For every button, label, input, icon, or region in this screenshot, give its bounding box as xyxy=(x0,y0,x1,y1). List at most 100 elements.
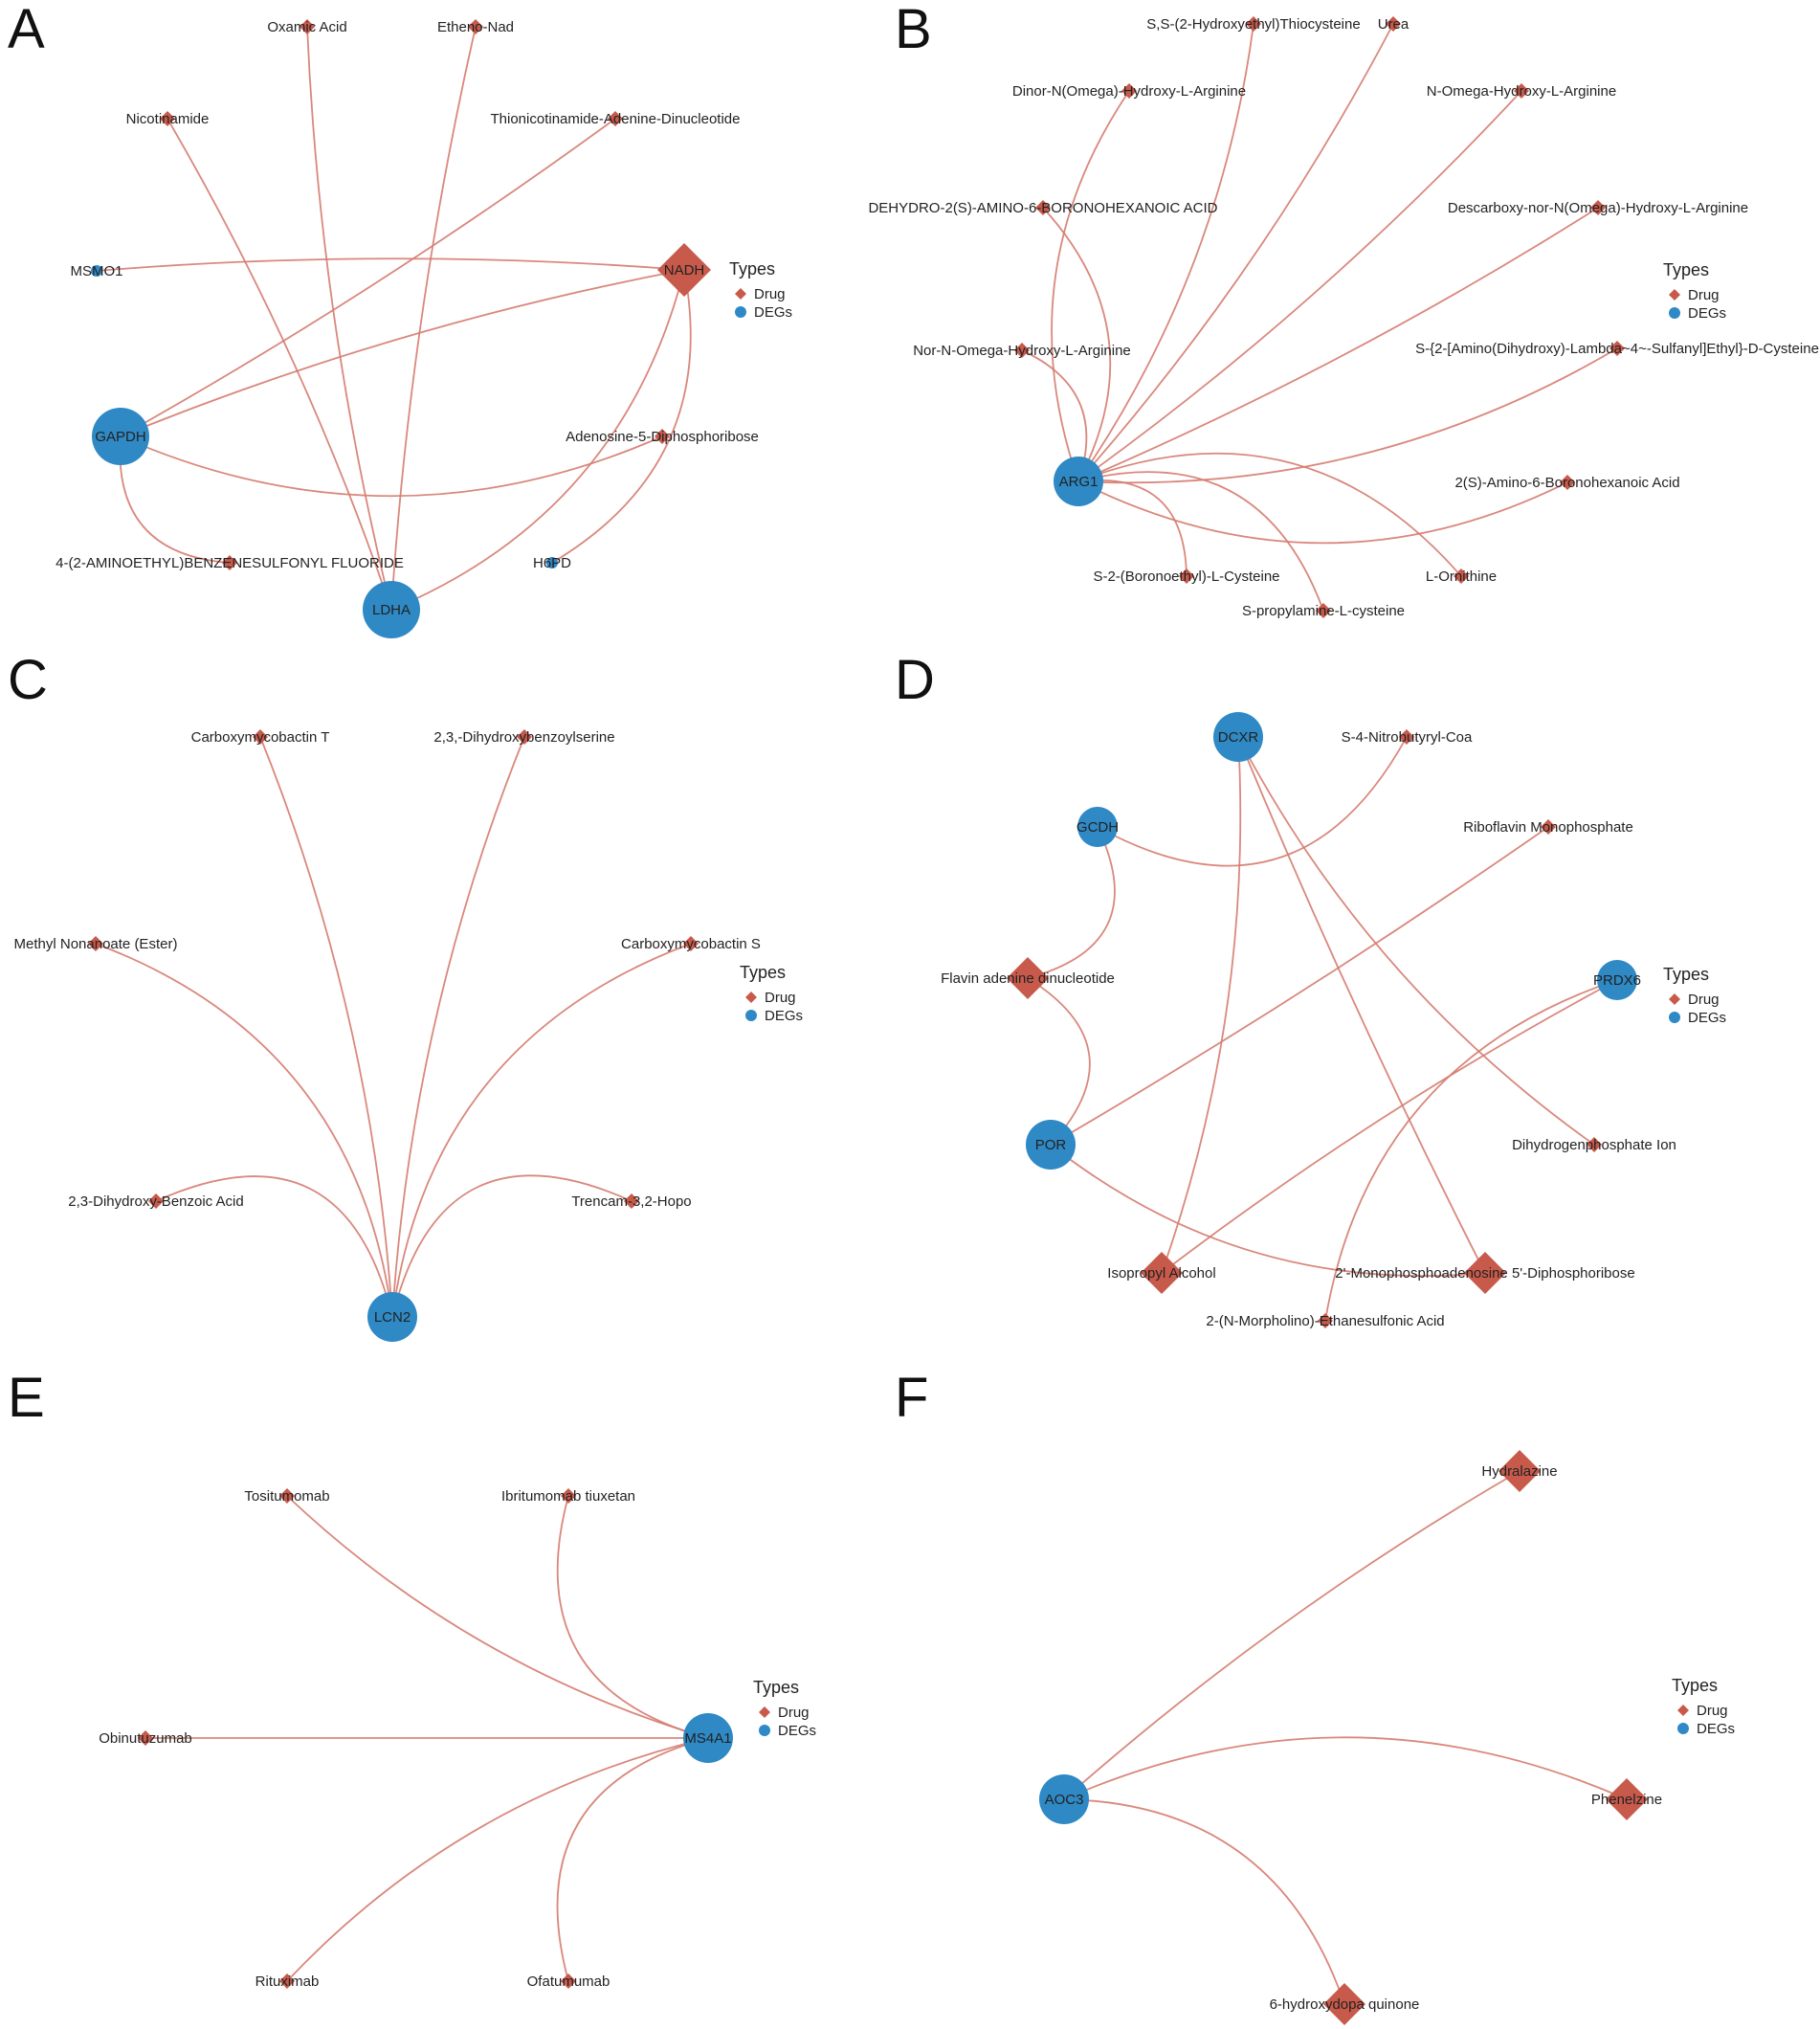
node-label: 2(S)-Amino-6-Boronohexanoic Acid xyxy=(1454,475,1679,491)
edge-nadh-ldha xyxy=(390,269,685,611)
legend-deg-icon xyxy=(759,1725,770,1736)
drug-node-nadh[interactable] xyxy=(657,243,711,297)
drug-node-isop[interactable] xyxy=(1141,1252,1183,1294)
legend-drug-icon xyxy=(1669,993,1680,1005)
node-label: POR xyxy=(1035,1137,1067,1153)
deg-node-gcdh[interactable] xyxy=(1077,807,1118,847)
edge-arg1-descarb xyxy=(1077,207,1599,482)
drug-node-fad[interactable] xyxy=(1007,957,1049,999)
node-label: DCXR xyxy=(1218,729,1259,746)
edges xyxy=(95,736,692,1318)
drug-node-thion[interactable] xyxy=(608,111,623,126)
drug-node-abh[interactable] xyxy=(1560,475,1575,490)
drug-node-dhba[interactable] xyxy=(148,1193,164,1209)
node-label: PRDX6 xyxy=(1593,972,1641,989)
node-label: Isopropyl Alcohol xyxy=(1107,1265,1215,1282)
drug-node-ibri[interactable] xyxy=(561,1488,576,1504)
deg-node-h6pd[interactable] xyxy=(546,557,558,569)
drug-node-phen[interactable] xyxy=(1606,1778,1648,1820)
deg-node-arg1[interactable] xyxy=(1054,457,1103,506)
deg-node-lcn2[interactable] xyxy=(367,1292,417,1342)
drug-node-ss2[interactable] xyxy=(1246,16,1261,32)
drug-node-obin[interactable] xyxy=(138,1730,153,1746)
edge-lcn2-trencam xyxy=(391,1174,633,1318)
drug-node-dihyd[interactable] xyxy=(1587,1137,1602,1152)
drug-node-mes[interactable] xyxy=(1318,1313,1333,1328)
drug-node-s2amino[interactable] xyxy=(1609,341,1625,356)
node-label: MS4A1 xyxy=(684,1730,731,1747)
drug-node-hydra[interactable] xyxy=(1498,1450,1541,1492)
drug-node-aebsf[interactable] xyxy=(222,555,237,570)
drug-node-snitro[interactable] xyxy=(1399,729,1414,745)
edge-lcn2-methyl xyxy=(95,943,393,1318)
edge-ms4a1-ofat xyxy=(556,1737,709,1982)
drug-node-nicot[interactable] xyxy=(160,111,175,126)
drug-node-carbt[interactable] xyxy=(253,729,268,745)
drug-node-ritu[interactable] xyxy=(279,1973,295,1989)
deg-node-prdx6[interactable] xyxy=(1597,960,1637,1000)
node-label: 6-hydroxydopa quinone xyxy=(1270,1996,1420,2013)
legend-drug-icon xyxy=(735,288,746,300)
drug-node-nomega[interactable] xyxy=(1514,83,1529,99)
drug-node-oxamic[interactable] xyxy=(300,19,315,34)
node-label: Ibritumomab tiuxetan xyxy=(501,1488,635,1505)
drug-node-nor[interactable] xyxy=(1014,343,1030,358)
edge-lcn2-dhba xyxy=(155,1175,393,1318)
deg-node-por[interactable] xyxy=(1026,1120,1076,1170)
edges xyxy=(145,1495,709,1982)
legend-deg-label: DEGs xyxy=(1688,1010,1726,1026)
legend-drug-label: Drug xyxy=(754,286,786,302)
drug-node-dinor[interactable] xyxy=(1121,83,1137,99)
node-label: Urea xyxy=(1378,16,1409,33)
node-label: Methyl Nonanoate (Ester) xyxy=(14,936,178,952)
legend-title: Types xyxy=(729,259,775,279)
edge-por-mono xyxy=(1050,1144,1486,1278)
node-label: Flavin adenine dinucleotide xyxy=(941,970,1115,987)
drug-node-methyl[interactable] xyxy=(88,936,103,951)
drug-node-dehyd[interactable] xyxy=(1035,200,1051,215)
node-label: Riboflavin Monophosphate xyxy=(1463,819,1633,836)
drug-node-carbs[interactable] xyxy=(683,936,699,951)
drug-node-tosi[interactable] xyxy=(279,1488,295,1504)
drug-node-etheno[interactable] xyxy=(468,19,483,34)
nodes: DCXRGCDHPRDX6PORS-4-Nitrobutyryl-CoaRibo… xyxy=(941,712,1676,1329)
edge-gcdh-fad xyxy=(1027,826,1116,979)
deg-node-ms4a1[interactable] xyxy=(683,1713,733,1763)
deg-node-aoc3[interactable] xyxy=(1039,1774,1089,1824)
drug-node-descarb[interactable] xyxy=(1590,200,1606,215)
drug-node-ofat[interactable] xyxy=(561,1973,576,1989)
edge-dcxr-isop xyxy=(1161,736,1242,1274)
edge-lcn2-carbt xyxy=(259,736,393,1318)
drug-node-ribo[interactable] xyxy=(1541,819,1556,835)
drug-node-dhbs[interactable] xyxy=(517,729,532,745)
node-label: 2,3-Dihydroxy-Benzoic Acid xyxy=(68,1193,243,1210)
deg-node-ldha[interactable] xyxy=(363,581,420,638)
edge-arg1-orn xyxy=(1077,452,1462,577)
drug-node-urea[interactable] xyxy=(1386,16,1401,32)
drug-node-orn[interactable] xyxy=(1454,569,1469,584)
drug-node-s2boro[interactable] xyxy=(1179,569,1194,584)
drug-node-aden[interactable] xyxy=(655,429,670,444)
node-label: Carboxymycobactin T xyxy=(191,729,330,746)
node-label: Rituximab xyxy=(255,1973,320,1990)
node-label: GAPDH xyxy=(95,429,145,445)
legend-drug-icon xyxy=(759,1706,770,1718)
edge-dcxr-mono xyxy=(1237,736,1486,1274)
drug-node-trencam[interactable] xyxy=(624,1193,639,1209)
deg-node-dcxr[interactable] xyxy=(1213,712,1263,762)
deg-node-gapdh[interactable] xyxy=(92,408,149,465)
drug-node-mono[interactable] xyxy=(1464,1252,1506,1294)
edge-ms4a1-ibri xyxy=(556,1495,709,1739)
legend-title: Types xyxy=(753,1678,799,1697)
deg-node-msmo1[interactable] xyxy=(91,265,102,277)
node-label: NADH xyxy=(664,262,705,279)
drug-node-sprop[interactable] xyxy=(1316,603,1331,618)
drug-node-hq[interactable] xyxy=(1323,1983,1365,2025)
